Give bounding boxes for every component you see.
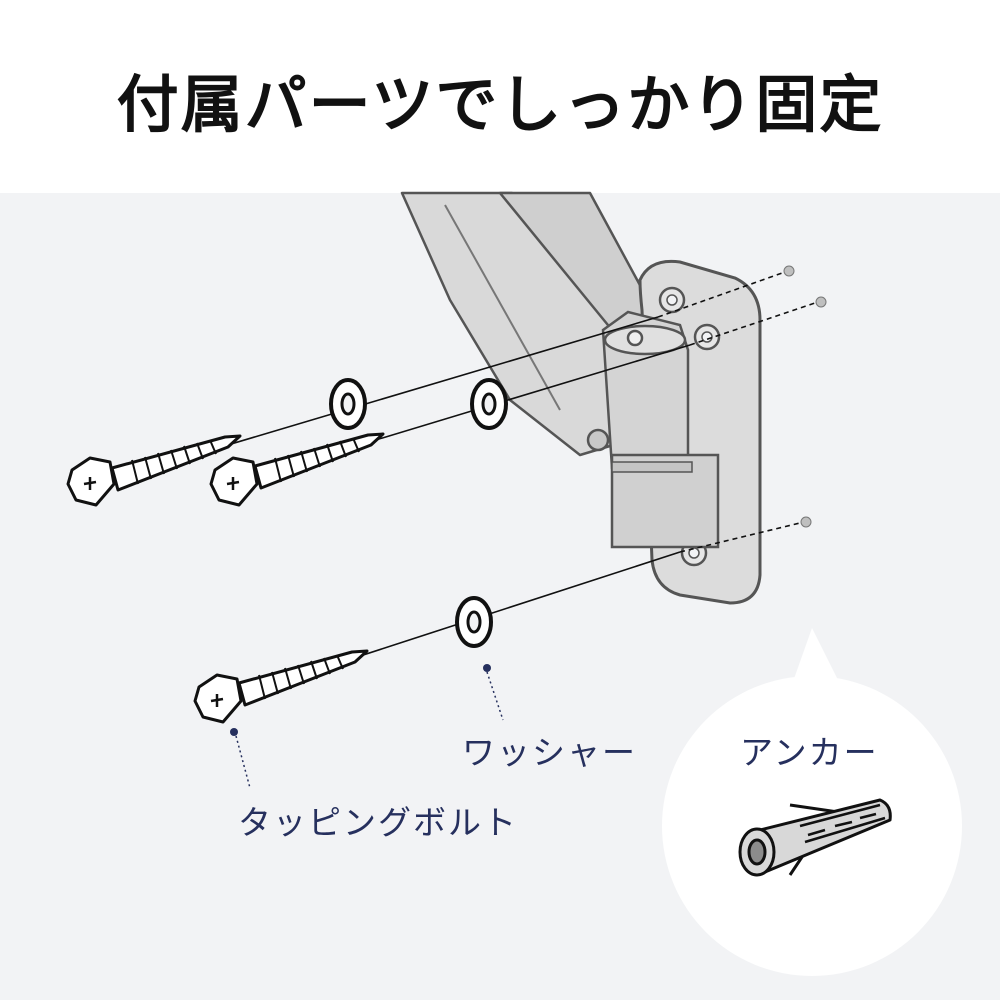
tapping-bolt-label: タッピングボルト — [238, 803, 518, 842]
washer-2 — [470, 378, 508, 430]
tapping-bolt-1 — [66, 434, 242, 507]
mount-arm — [400, 191, 650, 457]
label-leaders — [230, 664, 504, 789]
header: 付属パーツでしっかり固定 — [0, 0, 1000, 193]
washer-1 — [329, 378, 367, 430]
anchor-bubble — [662, 628, 962, 976]
washer-label: ワッシャー — [462, 733, 637, 772]
anchor-label: アンカー — [740, 733, 879, 772]
page-title: 付属パーツでしっかり固定 — [116, 67, 884, 141]
anchor-plug — [738, 798, 892, 877]
wall-hole-markers — [783, 265, 827, 528]
washer-3 — [455, 596, 493, 648]
tapping-bolt-3 — [193, 649, 369, 724]
tapping-bolt-2 — [209, 432, 385, 507]
